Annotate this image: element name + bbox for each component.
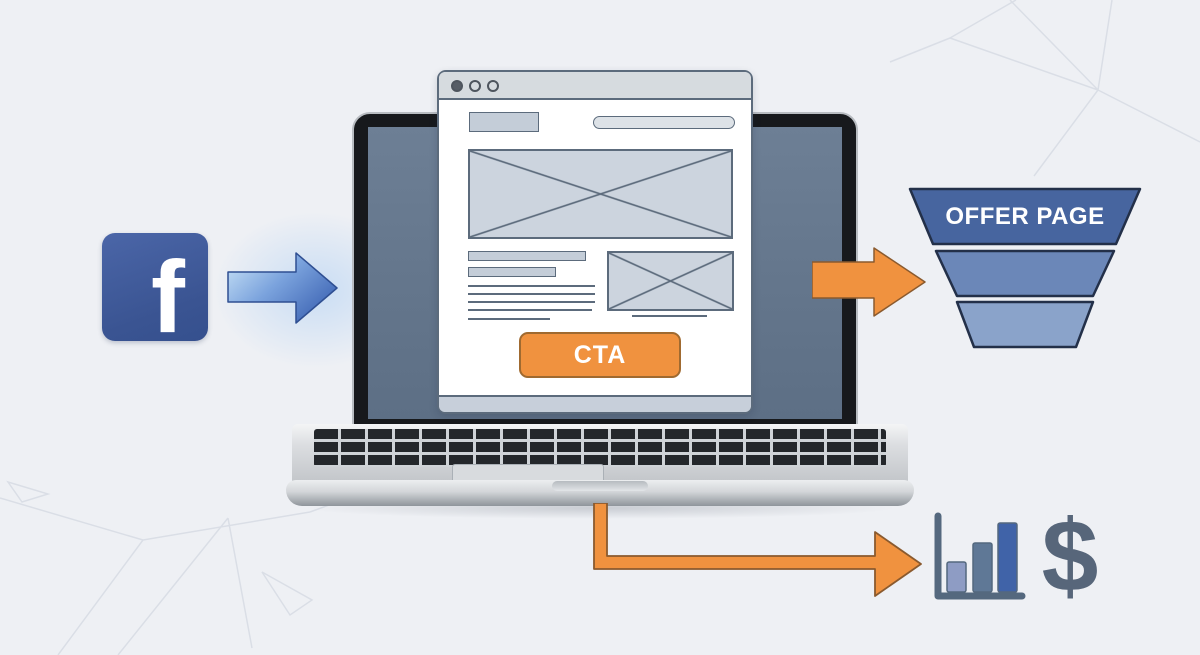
browser-window: CTA — [437, 70, 753, 414]
laptop-keyboard — [314, 429, 886, 467]
facebook-icon: f — [102, 233, 208, 341]
wireframe-hero-image-placeholder — [468, 149, 733, 239]
wireframe-caption-line — [632, 315, 707, 317]
wireframe-text-line — [468, 301, 595, 303]
orange-elbow-arrow-icon — [593, 503, 922, 597]
window-dot-icon — [469, 80, 481, 92]
funnel-tier-bottom — [955, 300, 1095, 349]
wireframe-navbar-placeholder — [593, 116, 735, 129]
browser-titlebar — [439, 72, 751, 100]
orange-right-arrow-icon — [812, 247, 926, 317]
window-dot-icon — [487, 80, 499, 92]
offer-page-funnel — [908, 187, 1142, 349]
dollar-sign-icon: $ — [1041, 499, 1099, 613]
wireframe-side-image-placeholder — [607, 251, 734, 311]
funnel-label: OFFER PAGE — [945, 203, 1105, 230]
cta-label: CTA — [573, 340, 627, 369]
wireframe-subheading-bar — [468, 267, 556, 277]
wireframe-text-line — [468, 293, 595, 295]
wireframe-text-line — [468, 318, 550, 320]
window-dot-icon — [451, 80, 463, 92]
bar-chart-icon — [934, 512, 1026, 600]
facebook-f-glyph: f — [151, 240, 185, 341]
wireframe-heading-bar — [468, 251, 586, 261]
funnel-tier-top — [908, 187, 1142, 246]
wireframe-text-line — [468, 309, 592, 311]
wireframe-logo-placeholder — [469, 112, 539, 132]
blue-right-arrow-icon — [227, 252, 338, 324]
wireframe-text-line — [468, 285, 595, 287]
laptop-lid-notch — [552, 481, 648, 491]
cta-button: CTA — [519, 332, 681, 378]
funnel-tier-middle — [934, 249, 1116, 298]
browser-footer-bar — [439, 395, 751, 412]
